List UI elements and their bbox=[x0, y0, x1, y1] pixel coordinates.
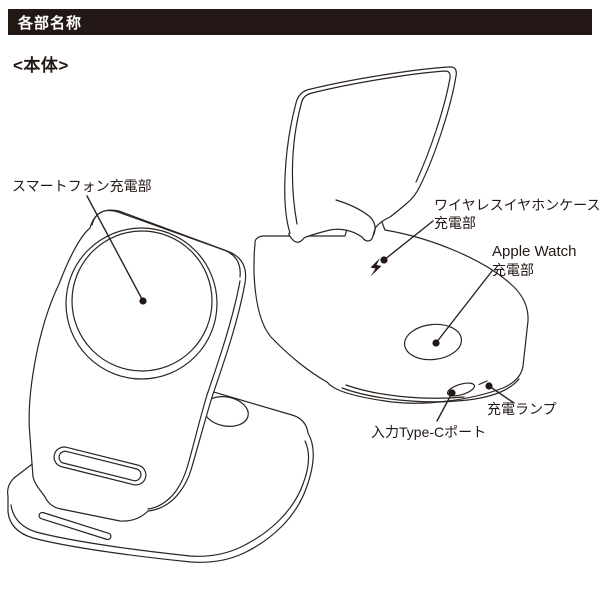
stand-panel bbox=[28, 209, 247, 522]
dot-earphone-case bbox=[380, 256, 388, 264]
lightning-icon bbox=[370, 258, 382, 277]
stand-base-edge-line bbox=[10, 440, 310, 557]
leader-lines bbox=[86, 195, 515, 422]
open-panel bbox=[284, 66, 457, 243]
open-panel-inner-edge bbox=[291, 70, 451, 225]
kickstand-slot bbox=[53, 446, 147, 486]
label-earphone-case-line1: ワイヤレスイヤホンケース bbox=[434, 197, 600, 213]
label-apple-watch-line2: 充電部 bbox=[492, 262, 534, 278]
open-base-edge-line-1 bbox=[341, 378, 520, 403]
label-earphone-case-charging: ワイヤレスイヤホンケース 充電部 bbox=[434, 196, 600, 232]
dot-charge-lamp bbox=[485, 382, 493, 390]
dot-typec-port bbox=[448, 389, 456, 397]
page-subtitle: <本体> bbox=[13, 56, 69, 75]
charge-lamp-mark bbox=[478, 380, 488, 386]
base-slot bbox=[38, 511, 112, 541]
section-banner: 各部名称 bbox=[8, 9, 592, 35]
open-base bbox=[253, 219, 529, 404]
section-title: 各部名称 bbox=[18, 14, 83, 32]
smartphone-charging-pad-outer bbox=[65, 227, 218, 380]
open-device-illustration bbox=[253, 66, 529, 404]
stand-panel-side-edge bbox=[147, 280, 241, 510]
smartphone-charging-pad-inner bbox=[71, 230, 213, 372]
leader-earphone-case bbox=[383, 220, 434, 261]
apple-watch-charging-pad bbox=[403, 323, 463, 361]
label-typec-port: 入力Type-Cポート bbox=[371, 424, 487, 440]
stand-device-illustration bbox=[7, 209, 314, 563]
dot-apple-watch bbox=[432, 339, 440, 347]
label-smartphone-charging: スマートフォン充電部 bbox=[12, 178, 152, 194]
label-apple-watch-line1: Apple Watch bbox=[492, 243, 577, 260]
label-charge-lamp: 充電ランプ bbox=[487, 401, 557, 417]
hinge-curve bbox=[335, 199, 376, 237]
leader-charge-lamp bbox=[488, 385, 515, 404]
leader-smartphone bbox=[86, 195, 144, 302]
label-apple-watch-charging: Apple Watch 充電部 bbox=[492, 243, 577, 279]
dot-smartphone bbox=[139, 297, 147, 305]
leader-apple-watch bbox=[435, 270, 493, 344]
label-earphone-case-line2: 充電部 bbox=[434, 215, 476, 231]
leader-typec-port bbox=[436, 392, 453, 422]
